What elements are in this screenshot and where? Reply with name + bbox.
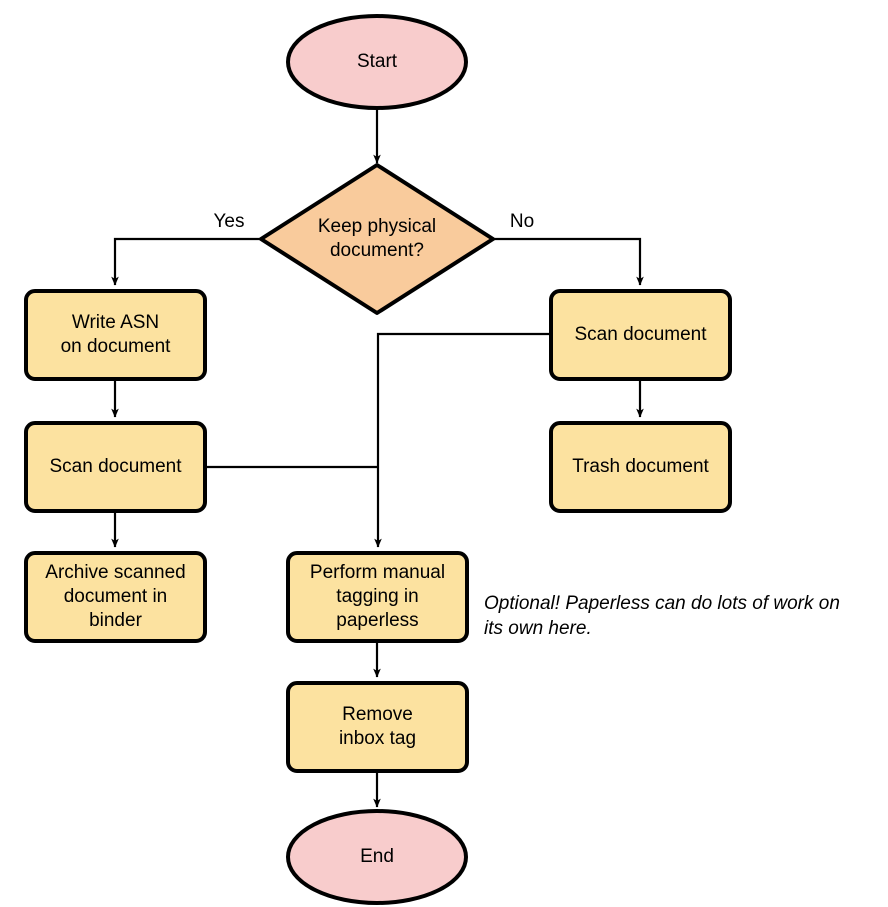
node-scan-document-right[interactable]: Scan document: [549, 289, 732, 381]
edge-label-decision-yes-to-write-asn: Yes: [214, 211, 245, 232]
node-trash-document[interactable]: Trash document: [549, 421, 732, 513]
node-shape-manual-tagging: [286, 551, 469, 643]
node-shape-trash-document: [549, 421, 732, 513]
edge-decision-no-to-scan-right: [493, 237, 644, 286]
node-end[interactable]: End: [286, 809, 468, 905]
edge-label-decision-no-to-scan-right: No: [510, 211, 534, 232]
node-shape-start: [286, 14, 468, 110]
node-scan-document-left[interactable]: Scan document: [24, 421, 207, 513]
node-shape-remove-inbox-tag: [286, 681, 469, 773]
node-label-scan-document-left: Scan document: [49, 456, 182, 477]
node-shape-scan-document-left: [24, 421, 207, 513]
edge-scan-right-to-manual-tagging: [374, 332, 551, 548]
node-shape-end: [286, 809, 468, 905]
annotation-optional-note: Optional! Paperless can do lots of work …: [484, 593, 840, 639]
edge-decision-yes-to-write-asn: [111, 237, 261, 286]
node-label-start: Start: [357, 51, 398, 72]
node-start[interactable]: Start: [286, 14, 468, 110]
node-label-scan-document-right: Scan document: [574, 324, 707, 345]
edges-layer: [111, 108, 644, 808]
annotations-layer: Optional! Paperless can do lots of work …: [484, 593, 840, 639]
node-shape-write-asn: [24, 289, 207, 381]
node-label-trash-document: Trash document: [572, 456, 709, 477]
edge-labels-layer: Yes No: [214, 211, 535, 232]
node-shape-scan-document-right: [549, 289, 732, 381]
node-label-end: End: [360, 846, 394, 867]
node-shape-archive-binder: [24, 551, 207, 643]
node-shape-decision-keep-physical: [259, 163, 495, 315]
